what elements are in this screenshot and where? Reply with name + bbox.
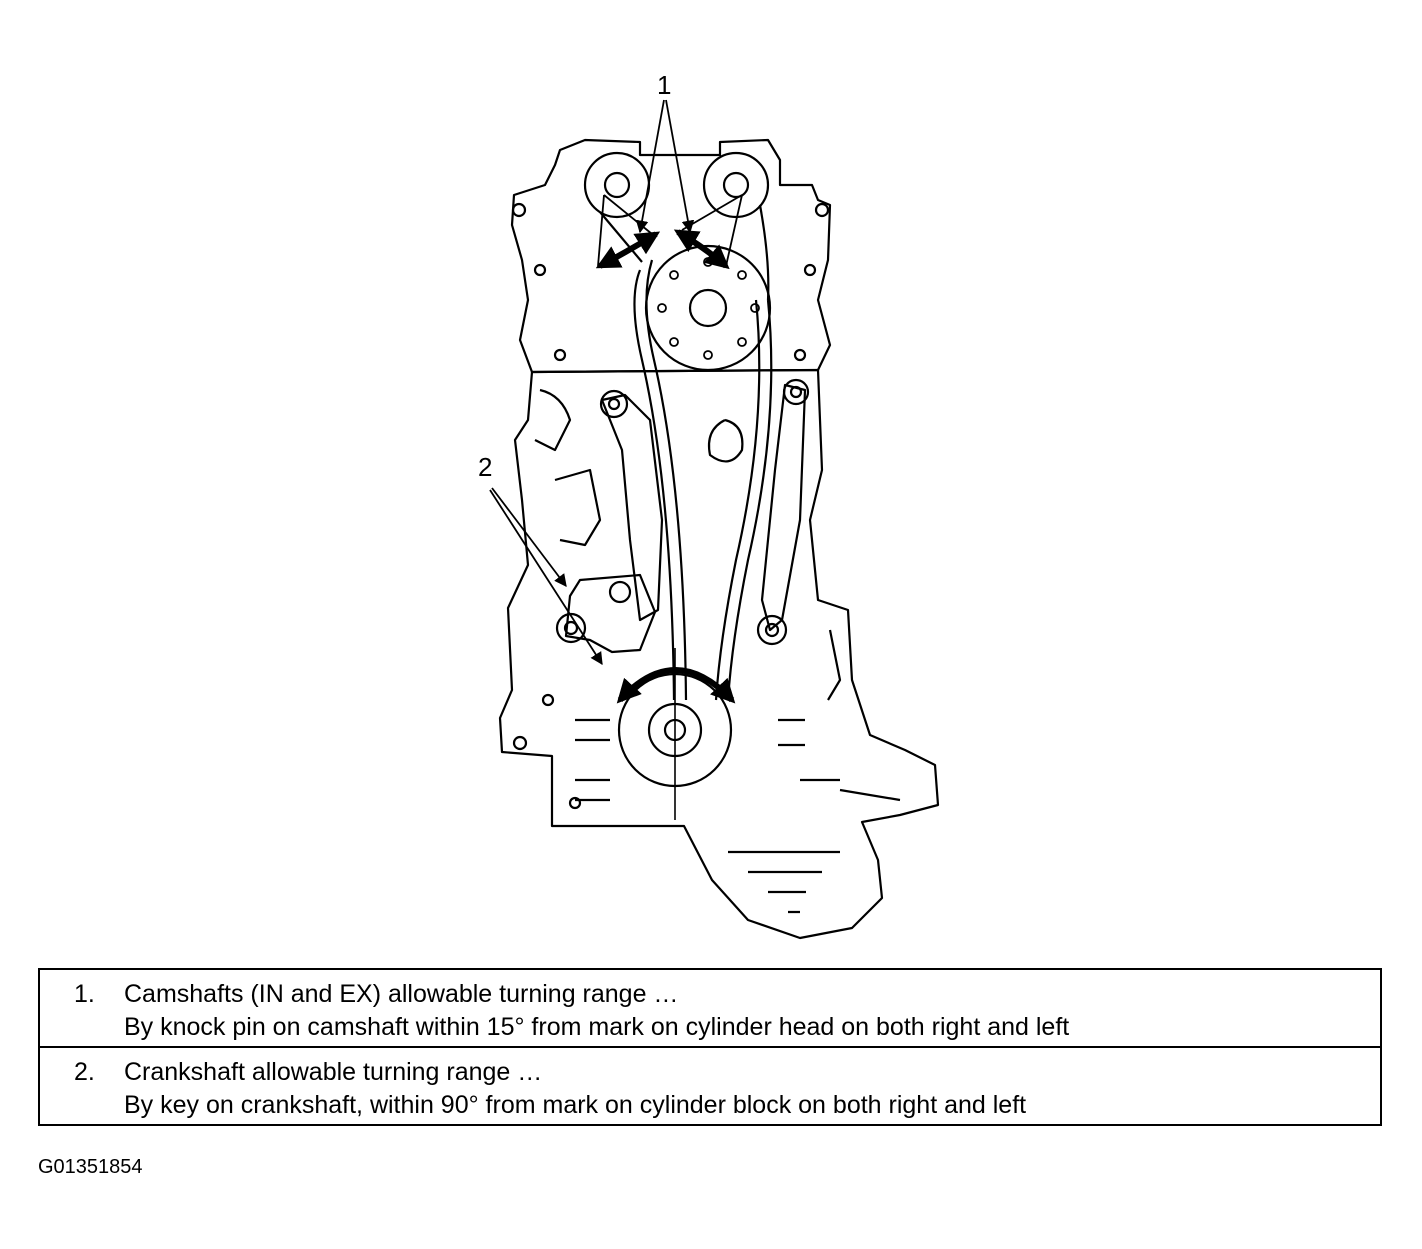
legend-table: 1. Camshafts (IN and EX) allowable turni… — [38, 968, 1382, 1126]
timing-chain-right — [726, 299, 773, 701]
exhaust-cam-range-arrow — [673, 229, 730, 270]
timing-chain-left — [633, 269, 676, 701]
legend-title: Crankshaft allowable turning range … — [124, 1058, 543, 1086]
intake-camshaft-sprocket — [583, 151, 651, 219]
legend-row: 1. Camshafts (IN and EX) allowable turni… — [40, 970, 1380, 1048]
callout-2-label: 2 — [478, 452, 493, 482]
callout-1-label: 1 — [657, 70, 672, 100]
exhaust-camshaft-sprocket — [702, 151, 770, 219]
cylinder-block-outline — [498, 368, 940, 940]
chain-tensioner — [564, 573, 657, 654]
engine-timing-diagram — [489, 99, 940, 940]
chain-guide-left — [600, 393, 664, 622]
legend-row: 2. Crankshaft allowable turning range … … — [40, 1048, 1380, 1126]
oil-pan-slots — [728, 850, 840, 914]
figure-id: G01351854 — [38, 1156, 143, 1178]
cylinder-head-outline — [510, 138, 832, 374]
intake-cam-range-arrow — [595, 231, 661, 269]
crankshaft-range-arrow — [616, 667, 736, 704]
legend-number: 2. — [74, 1058, 95, 1086]
legend-detail: By key on crankshaft, within 90° from ma… — [124, 1091, 1027, 1119]
legend-number: 1. — [74, 980, 95, 1008]
legend-title: Camshafts (IN and EX) allowable turning … — [124, 980, 679, 1008]
legend-detail: By knock pin on camshaft within 15° from… — [124, 1013, 1070, 1041]
